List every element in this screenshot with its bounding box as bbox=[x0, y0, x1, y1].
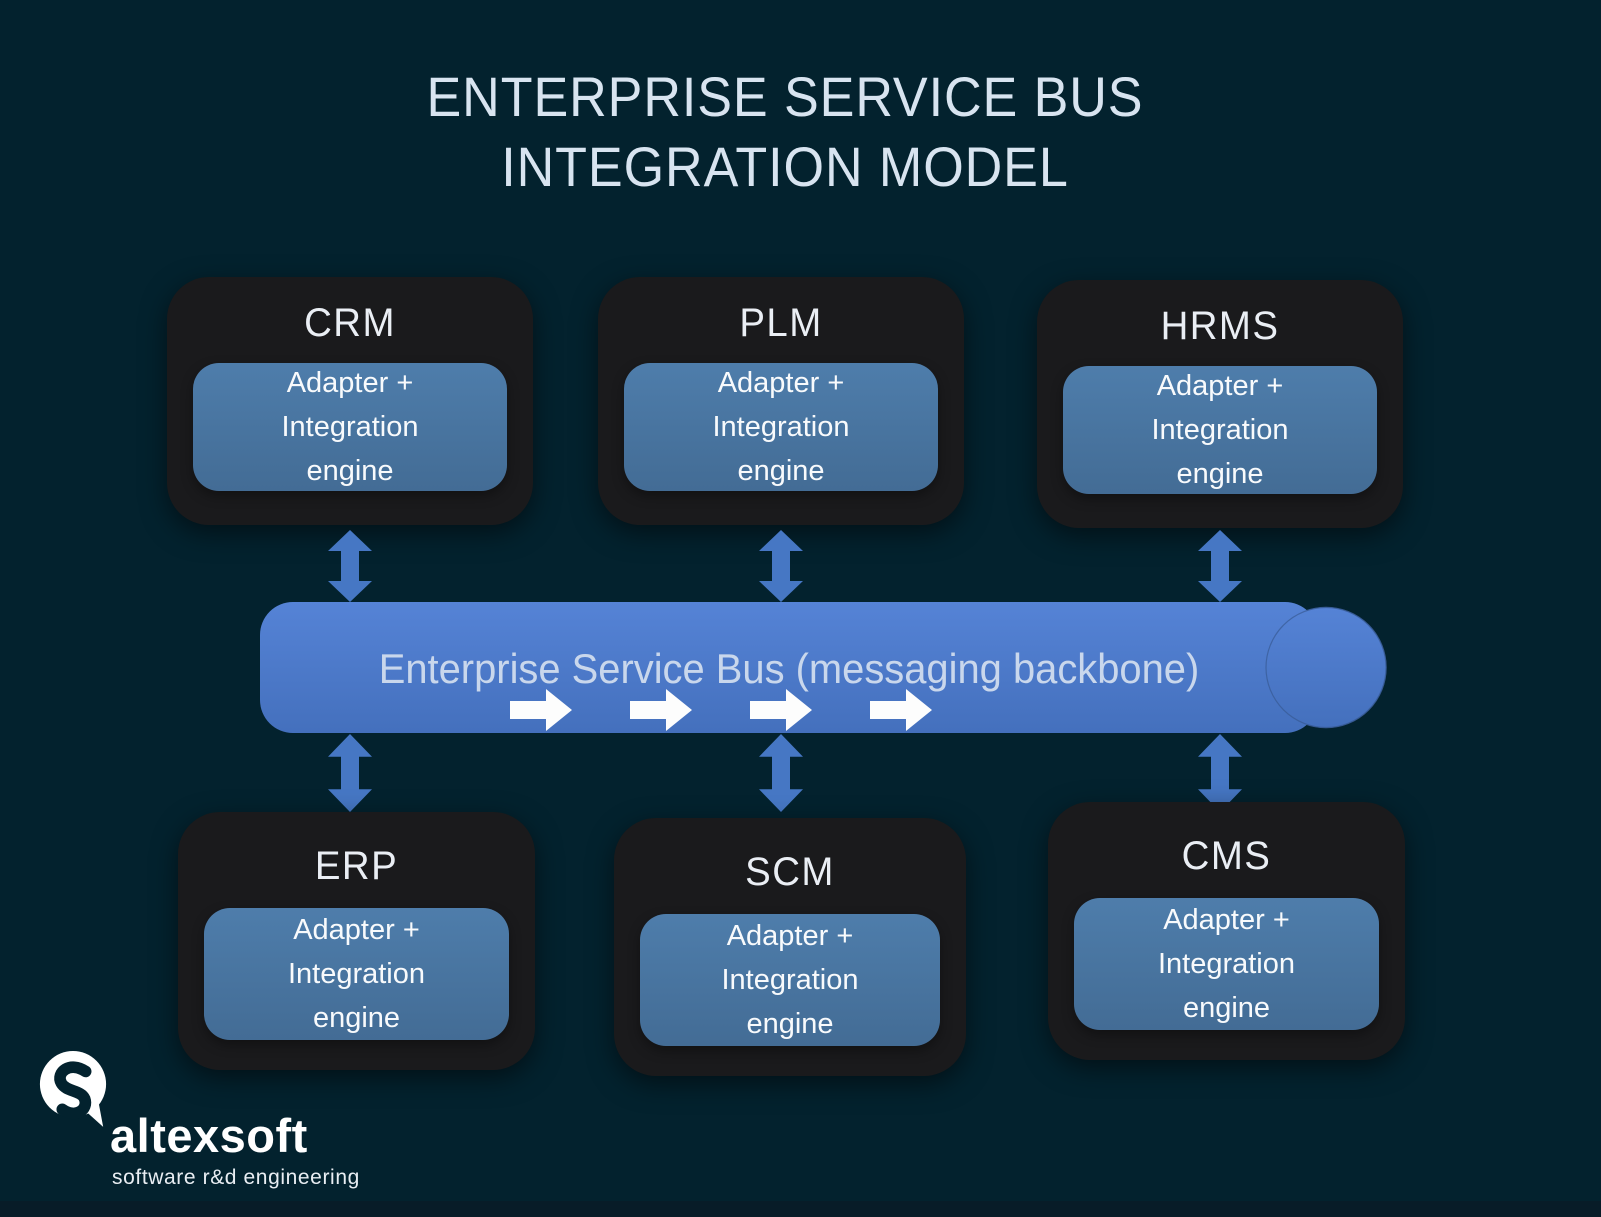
adapter-panel-scm: Adapter + Integration engine bbox=[640, 914, 940, 1046]
system-name-cms: CMS bbox=[1181, 834, 1272, 878]
altexsoft-logo: altexsoft software r&d engineering bbox=[37, 1046, 457, 1196]
adapter-panel-label: Adapter + Integration engine bbox=[721, 920, 859, 1040]
adapter-panel-label: Adapter + Integration engine bbox=[287, 914, 426, 1034]
system-box-crm: CRM Adapter + Integration engine bbox=[167, 277, 533, 525]
bidirectional-arrow-scm-icon bbox=[759, 734, 803, 812]
title-line-2: INTEGRATION MODEL bbox=[501, 135, 1069, 198]
adapter-panel-label: Adapter + Integration engine bbox=[1157, 904, 1296, 1024]
right-arrow-icon bbox=[630, 689, 692, 731]
system-box-plm: PLM Adapter + Integration engine bbox=[598, 277, 964, 525]
brand-tagline: software r&d engineering bbox=[112, 1166, 360, 1189]
system-box-hrms: HRMS Adapter + Integration engine bbox=[1037, 280, 1403, 528]
adapter-panel-cms: Adapter + Integration engine bbox=[1074, 898, 1379, 1030]
system-box-erp: ERP Adapter + Integration engine bbox=[178, 812, 535, 1070]
bidirectional-arrow-crm-icon bbox=[328, 530, 372, 602]
adapter-panel-hrms: Adapter + Integration engine bbox=[1063, 366, 1377, 494]
adapter-panel-erp: Adapter + Integration engine bbox=[204, 908, 509, 1040]
system-name-erp: ERP bbox=[314, 844, 399, 888]
adapter-panel-label: Adapter + Integration engine bbox=[712, 367, 850, 487]
system-box-cms: CMS Adapter + Integration engine bbox=[1048, 802, 1405, 1060]
altexsoft-logo-icon bbox=[39, 1051, 107, 1127]
message-flow-arrows bbox=[510, 689, 932, 731]
right-arrow-icon bbox=[870, 689, 932, 731]
system-name-hrms: HRMS bbox=[1160, 304, 1280, 348]
adapter-panel-plm: Adapter + Integration engine bbox=[624, 363, 938, 491]
adapter-panel-crm: Adapter + Integration engine bbox=[193, 363, 507, 491]
adapter-panel-label: Adapter + Integration engine bbox=[281, 367, 419, 487]
adapter-panel-label: Adapter + Integration engine bbox=[1151, 370, 1289, 490]
bus-cylinder-shape bbox=[260, 602, 1387, 733]
bidirectional-arrow-plm-icon bbox=[759, 530, 803, 602]
system-name-plm: PLM bbox=[739, 301, 823, 345]
brand-name: altexsoft bbox=[110, 1109, 308, 1162]
system-name-scm: SCM bbox=[745, 850, 835, 894]
system-name-crm: CRM bbox=[304, 301, 396, 345]
enterprise-service-bus: Enterprise Service Bus (messaging backbo… bbox=[260, 601, 1390, 734]
bottom-edge-strip bbox=[0, 1201, 1601, 1217]
right-arrow-icon bbox=[750, 689, 812, 731]
bidirectional-arrow-cms-icon bbox=[1198, 734, 1242, 812]
bidirectional-arrow-hrms-icon bbox=[1198, 530, 1242, 602]
system-box-scm: SCM Adapter + Integration engine bbox=[614, 818, 966, 1076]
right-arrow-icon bbox=[510, 689, 572, 731]
bidirectional-arrow-erp-icon bbox=[328, 734, 372, 812]
bus-label: Enterprise Service Bus (messaging backbo… bbox=[378, 645, 1200, 692]
title-line-1: ENTERPRISE SERVICE BUS bbox=[426, 65, 1144, 128]
diagram-title: ENTERPRISE SERVICE BUS INTEGRATION MODEL bbox=[55, 62, 1515, 202]
